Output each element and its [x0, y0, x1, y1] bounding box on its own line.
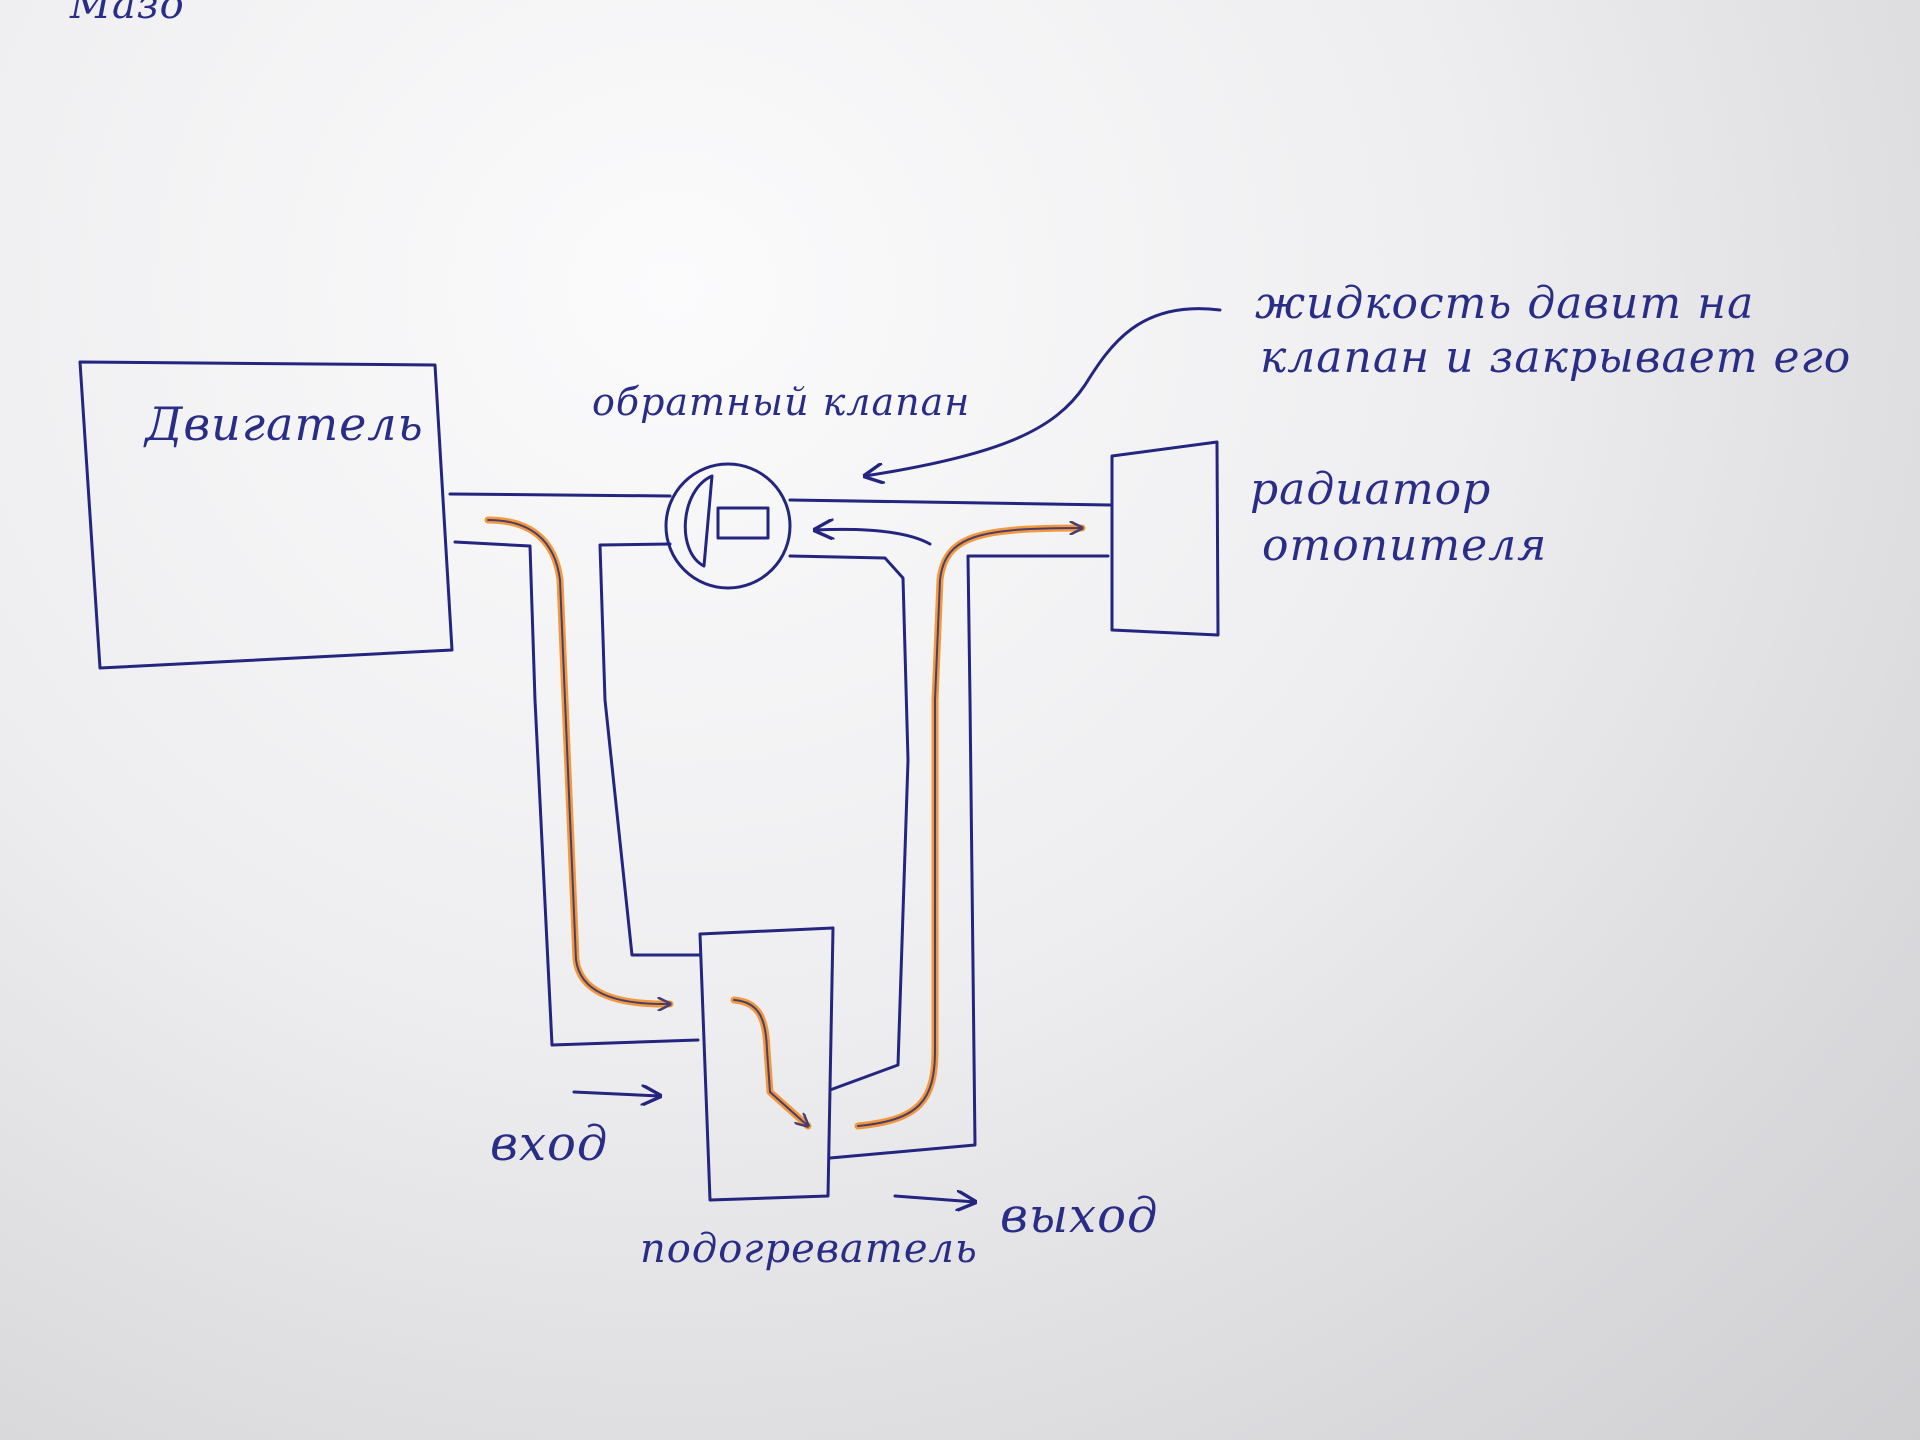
inlet-label: вход	[490, 1116, 608, 1172]
heater-box	[698, 926, 835, 1202]
pipe-radiator-return	[828, 554, 1110, 1160]
check-valve-disc	[683, 474, 714, 568]
reverse-flow-arrow	[815, 529, 932, 546]
heater-label: подогреватель	[640, 1226, 978, 1272]
outlet-arrow	[893, 1196, 975, 1202]
pipe-engine-to-valve-top	[448, 492, 672, 498]
outlet-label: выход	[1000, 1188, 1158, 1244]
engine-box	[78, 360, 454, 670]
pipe-valve-to-radiator-bottom	[788, 554, 910, 1092]
flow-path-engine-to-heater	[484, 516, 674, 1008]
check-valve-label: обратный клапан	[592, 380, 970, 424]
note-line-2: клапан и закрывает его	[1260, 332, 1851, 383]
pipe-valve-to-heater-inner	[598, 542, 702, 957]
pipe-engine-to-heater-outer	[453, 540, 700, 1047]
note-leader-arrow	[865, 307, 1222, 476]
radiator-box	[1110, 440, 1220, 637]
pipe-valve-to-radiator-top	[788, 498, 1112, 507]
radiator-label-line-2: отопителя	[1262, 520, 1547, 571]
radiator-label-line-1: радиатор	[1250, 464, 1491, 515]
note-line-1: жидкость давит на	[1255, 278, 1754, 329]
corner-scribble: Мазo	[69, 0, 185, 28]
engine-label: Двигатель	[143, 397, 424, 451]
flow-path-heater-inner	[730, 996, 812, 1130]
inlet-arrow	[572, 1092, 660, 1096]
check-valve-stem	[716, 506, 770, 540]
check-valve-body	[664, 462, 792, 590]
